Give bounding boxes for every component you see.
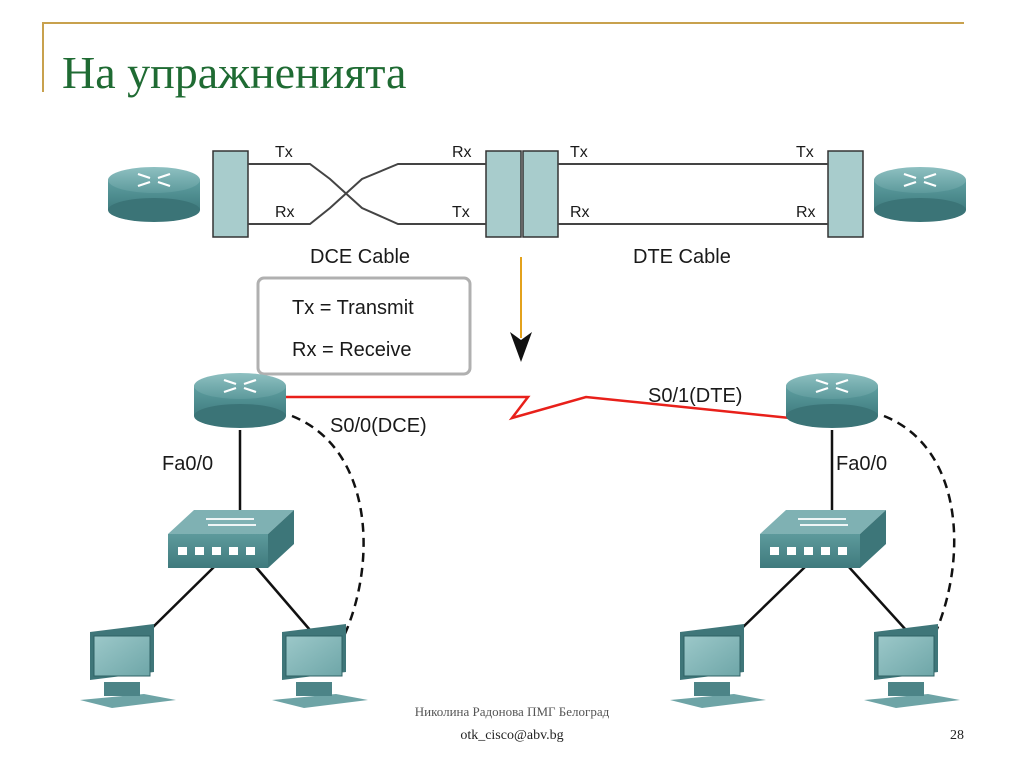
serial-dte-label: S0/1(DTE)	[648, 385, 742, 407]
dce-cable-label: DCE Cable	[310, 246, 410, 268]
pc-icon	[272, 624, 368, 708]
console-cable	[291, 414, 365, 637]
console-cable	[883, 414, 956, 637]
down-arrow-icon	[510, 257, 532, 362]
ethernet-link	[149, 565, 216, 631]
fa-right-label: Fa0/0	[836, 453, 887, 475]
pin-label: Tx	[275, 144, 293, 161]
dce-right-connector	[485, 150, 522, 238]
pc-icon	[80, 624, 176, 708]
serial-dce-label: S0/0(DCE)	[330, 415, 427, 437]
header-left-rule	[42, 22, 44, 92]
dte-left-connector	[522, 150, 559, 238]
dte-cable-wires	[558, 163, 828, 225]
slide-number: 28	[950, 728, 964, 743]
router-icon	[874, 167, 966, 222]
fa-left-label: Fa0/0	[162, 453, 213, 475]
dce-left-connector	[212, 150, 249, 238]
dte-cable-label: DTE Cable	[633, 246, 731, 268]
legend-tx: Tx = Transmit	[292, 297, 414, 319]
dte-right-connector	[827, 150, 864, 238]
pin-label: Rx	[452, 144, 472, 161]
pin-label: Tx	[796, 144, 814, 161]
router-icon	[786, 373, 878, 428]
pin-label: Rx	[275, 204, 295, 221]
router-icon	[108, 167, 200, 222]
switch-icon	[760, 510, 886, 568]
legend-box: Tx = Transmit Rx = Receive	[256, 276, 472, 376]
pc-icon	[864, 624, 960, 708]
pin-label: Rx	[796, 204, 816, 221]
footer-email: otk_cisco@abv.bg	[460, 728, 564, 743]
switch-icon	[168, 510, 294, 568]
pin-label: Tx	[452, 204, 470, 221]
footer-author: Николина Радонова ПМГ Белоград	[414, 704, 610, 719]
pc-icon	[670, 624, 766, 708]
ethernet-link	[739, 565, 807, 631]
pin-label: Tx	[570, 144, 588, 161]
legend-rx: Rx = Receive	[292, 339, 412, 361]
header-top-rule	[42, 22, 964, 24]
ethernet-link	[254, 565, 311, 631]
router-icon	[194, 373, 286, 428]
pin-label: Rx	[570, 204, 590, 221]
slide-title: На упражненията	[62, 47, 407, 98]
ethernet-link	[847, 565, 907, 631]
serial-link	[286, 395, 791, 421]
dce-cable-wires	[248, 163, 486, 225]
